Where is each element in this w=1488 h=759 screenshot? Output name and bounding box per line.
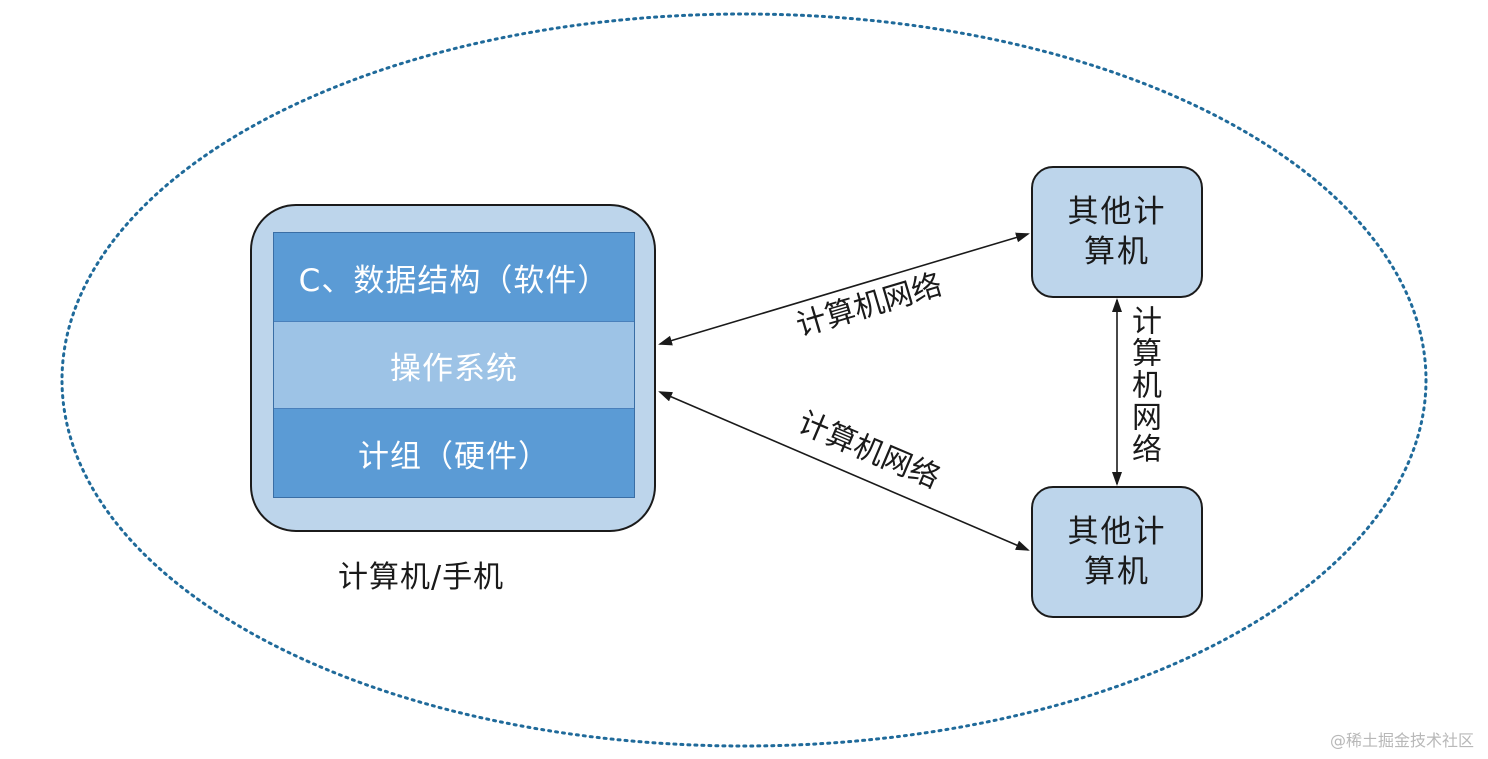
other-computer-top-label: 其他计 算机 [1067, 194, 1167, 270]
os-layer: 操作系统 [274, 321, 634, 409]
other-computer-top: 其他计 算机 [1031, 166, 1203, 298]
hardware-layer-label: 计组（硬件） [358, 438, 550, 475]
os-layer-label: 操作系统 [390, 350, 518, 387]
link-label-vertical: 计算机网络 [1126, 305, 1161, 465]
software-layer-label: C、数据结构（软件） [298, 262, 610, 299]
watermark: @稀土掘金技术社区 [1329, 731, 1474, 750]
software-layer: C、数据结构（软件） [274, 233, 634, 321]
device-caption: 计算机/手机 [338, 560, 505, 595]
layer-stack: C、数据结构（软件） 操作系统 计组（硬件） [273, 232, 635, 498]
hardware-layer: 计组（硬件） [274, 409, 634, 497]
other-computer-bottom-label: 其他计 算机 [1067, 514, 1167, 590]
other-computer-bottom: 其他计 算机 [1031, 486, 1203, 618]
